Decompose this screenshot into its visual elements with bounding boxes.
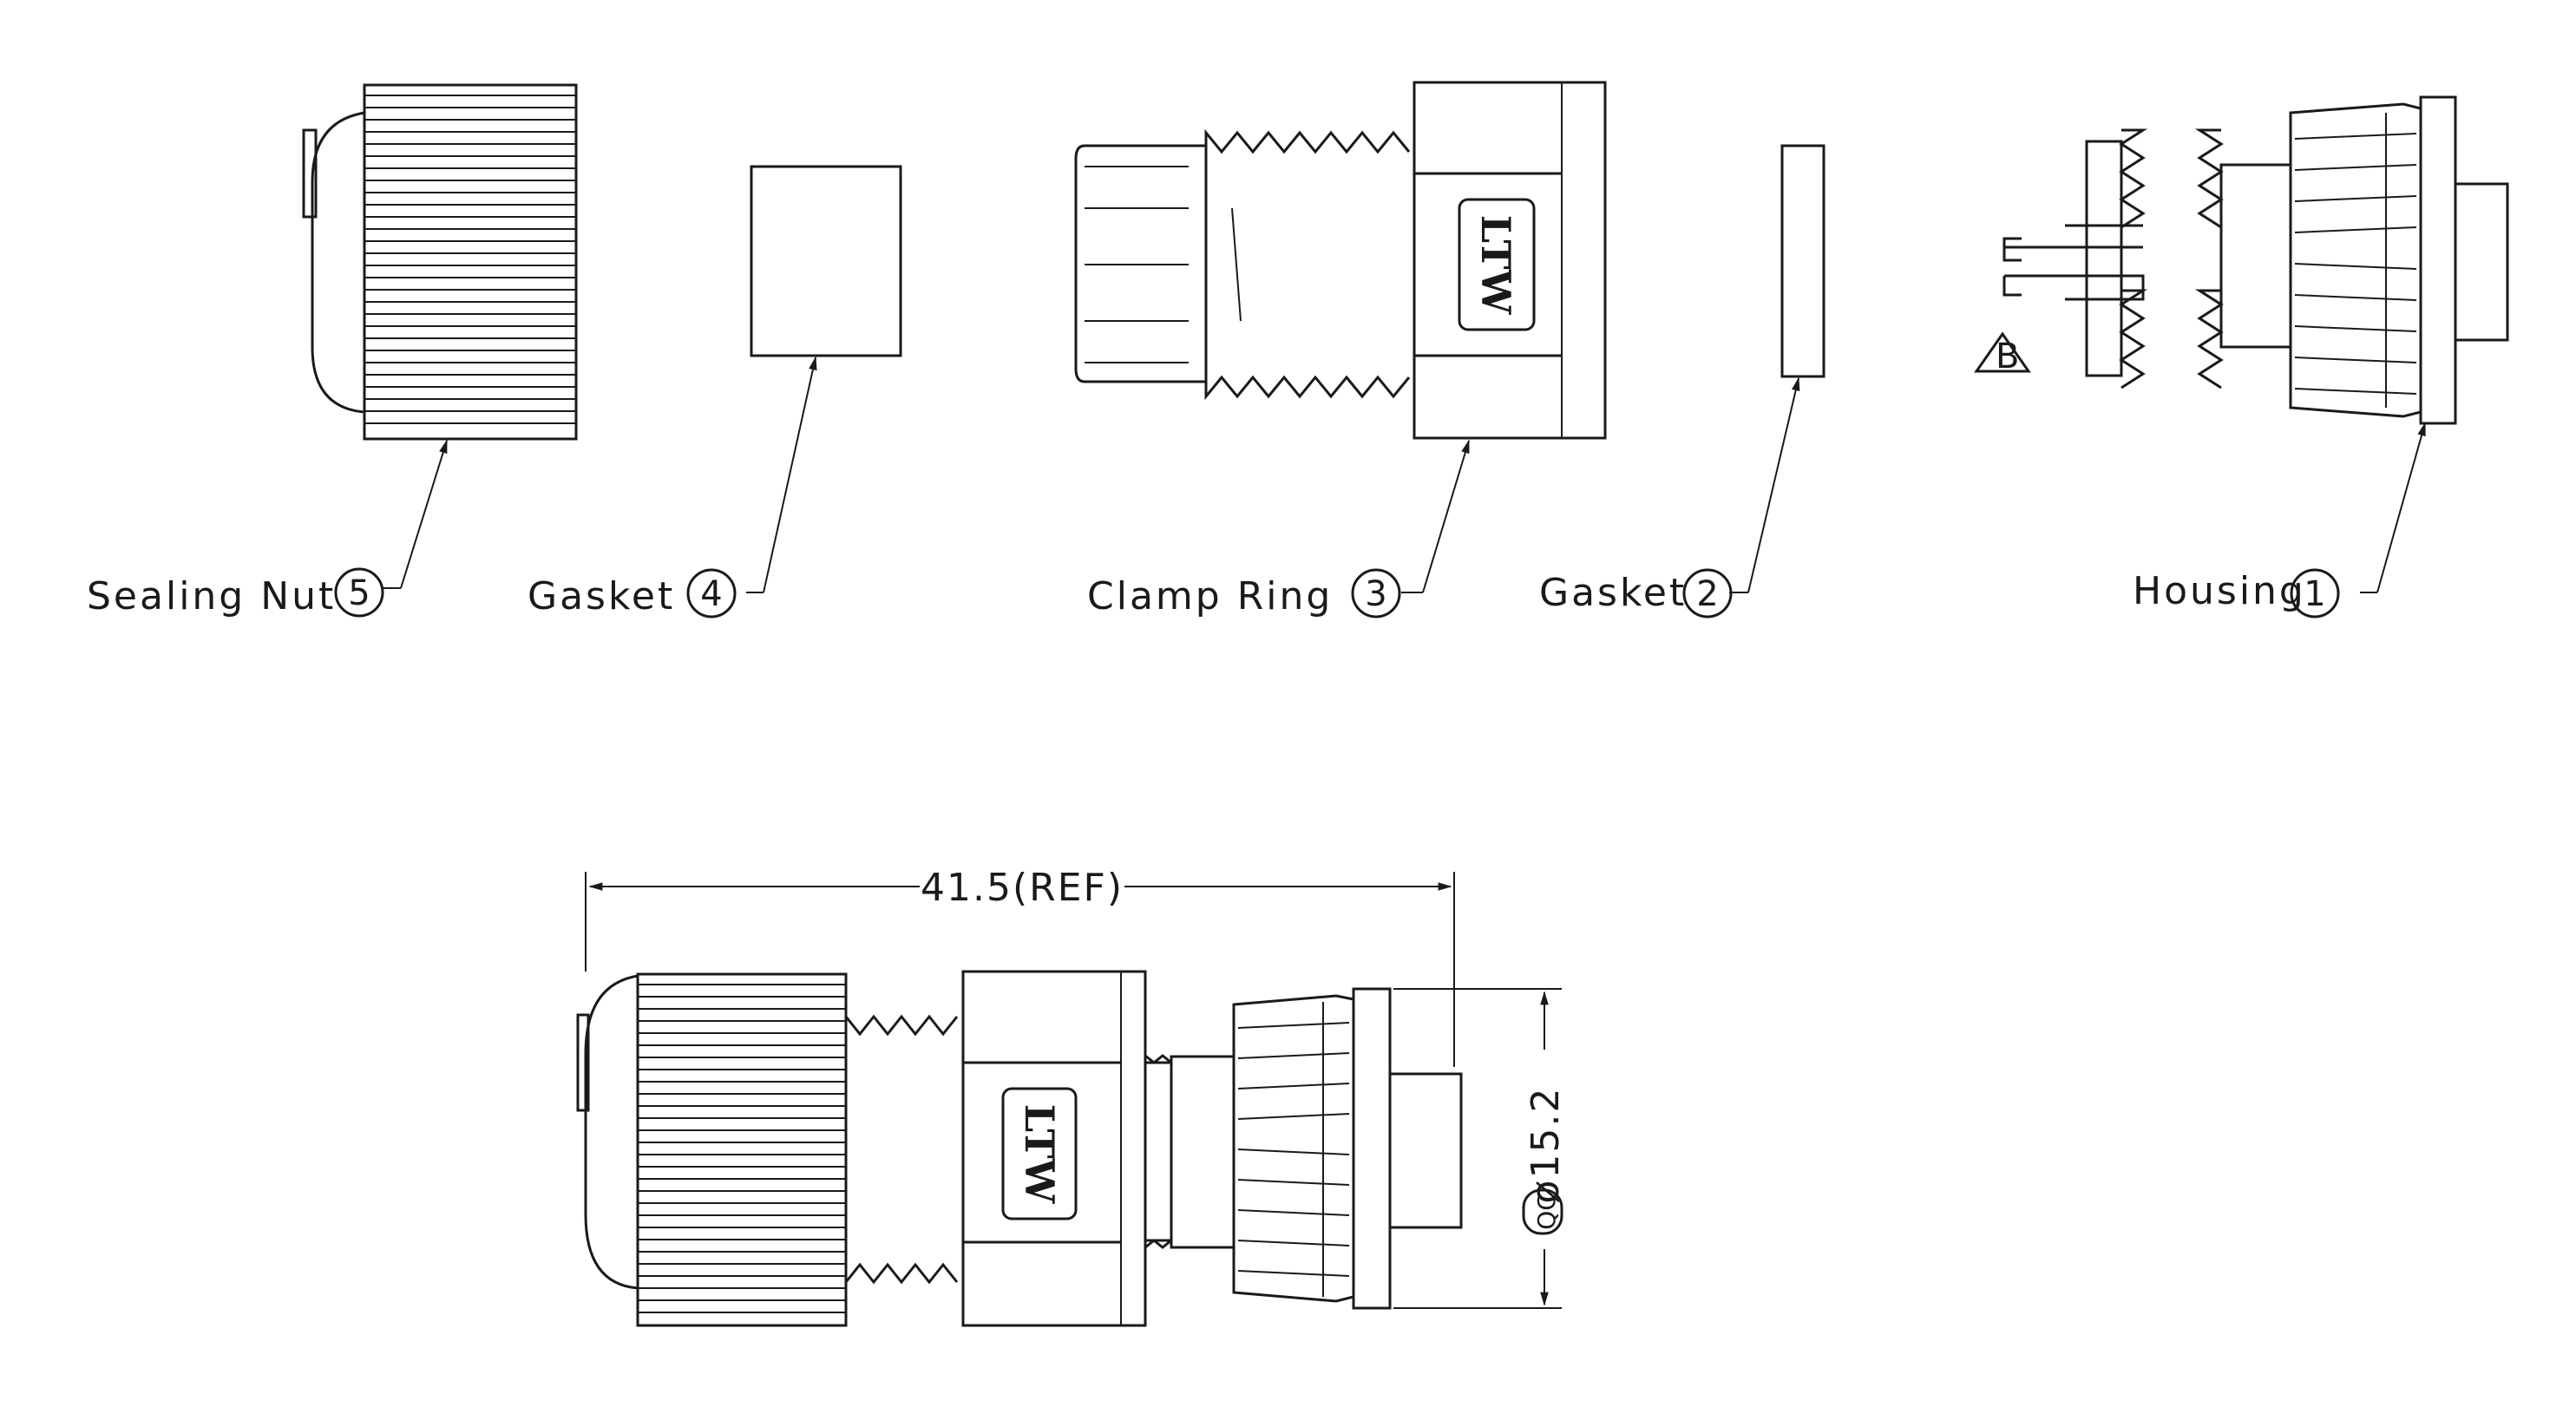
clamp-ring-hex: [1413, 81, 1607, 440]
callout-number-1: 1: [2304, 574, 2325, 614]
housing-face: [2454, 182, 2509, 342]
assembled-knurl-ring: [1232, 994, 1355, 1303]
callout-number-5: 5: [348, 573, 370, 613]
label-housing: Housing: [2133, 569, 2306, 613]
diameter-dimension: ø15.2: [1524, 1087, 1568, 1204]
assembled-ltw-text: LTW: [1016, 1104, 1063, 1205]
sealing-nut-tab: [302, 128, 318, 219]
callout-bubble-1: [2290, 568, 2340, 618]
housing-contact: [2002, 224, 2143, 262]
clamp-ring-part: LTW: [1074, 81, 1607, 440]
sealing-nut-ribs: [364, 95, 576, 424]
housing-knurl-ring: [2289, 102, 2422, 418]
assembled-nut-dome: [584, 974, 639, 1290]
revision-letter: B: [1996, 337, 2019, 376]
housing-neck: [2219, 163, 2292, 349]
housing-collar: [2419, 95, 2457, 425]
callout-number-2: 2: [1696, 574, 1718, 614]
callouts: 5 Sealing Nut 4 Gasket 3 Clamp Ring 2 Ga…: [87, 356, 2426, 618]
ltw-logo-text: LTW: [1472, 215, 1519, 316]
label-gasket-2: Gasket: [1539, 571, 1687, 615]
gasket-2-part: [1780, 144, 1825, 378]
gasket-4-part: [750, 165, 902, 357]
clamp-ring-fingers: [1074, 144, 1208, 383]
housing-flange: [2085, 140, 2123, 377]
label-sealing-nut: Sealing Nut: [87, 574, 336, 618]
label-clamp-ring: Clamp Ring: [1087, 574, 1333, 618]
assembled-face: [1388, 1072, 1463, 1229]
assembled-thread: [844, 1012, 959, 1286]
sealing-nut-body: [363, 83, 578, 441]
assembled-connector: LTW: [576, 970, 1463, 1327]
qc-mark: QC: [1532, 1194, 1561, 1230]
callout-bubble-4: [686, 568, 737, 618]
callout-bubble-2: [1682, 568, 1733, 618]
sealing-nut-part: [302, 83, 578, 441]
revision-triangle: [1974, 331, 2031, 373]
assembled-nut-body: [636, 972, 848, 1327]
sealing-nut-dome: [311, 111, 365, 414]
dimension-annotations: 41.5(REF) ø15.2 QC: [585, 866, 1568, 1309]
ltw-logo-badge: [1458, 198, 1536, 331]
callout-number-4: 4: [700, 574, 722, 614]
housing-thread: [2119, 128, 2224, 229]
callout-bubble-3: [1351, 568, 1401, 618]
length-dimension: 41.5(REF): [921, 866, 1124, 910]
assembled-ltw-badge: [1001, 1087, 1078, 1220]
callout-number-3: 3: [1365, 574, 1386, 614]
qc-badge: [1522, 1188, 1563, 1235]
label-gasket-4: Gasket: [528, 574, 675, 618]
housing-part: B: [1974, 95, 2509, 425]
assembled-collar: [1352, 987, 1392, 1310]
callout-bubble-5: [334, 567, 384, 618]
clamp-ring-thread: [1204, 128, 1411, 401]
